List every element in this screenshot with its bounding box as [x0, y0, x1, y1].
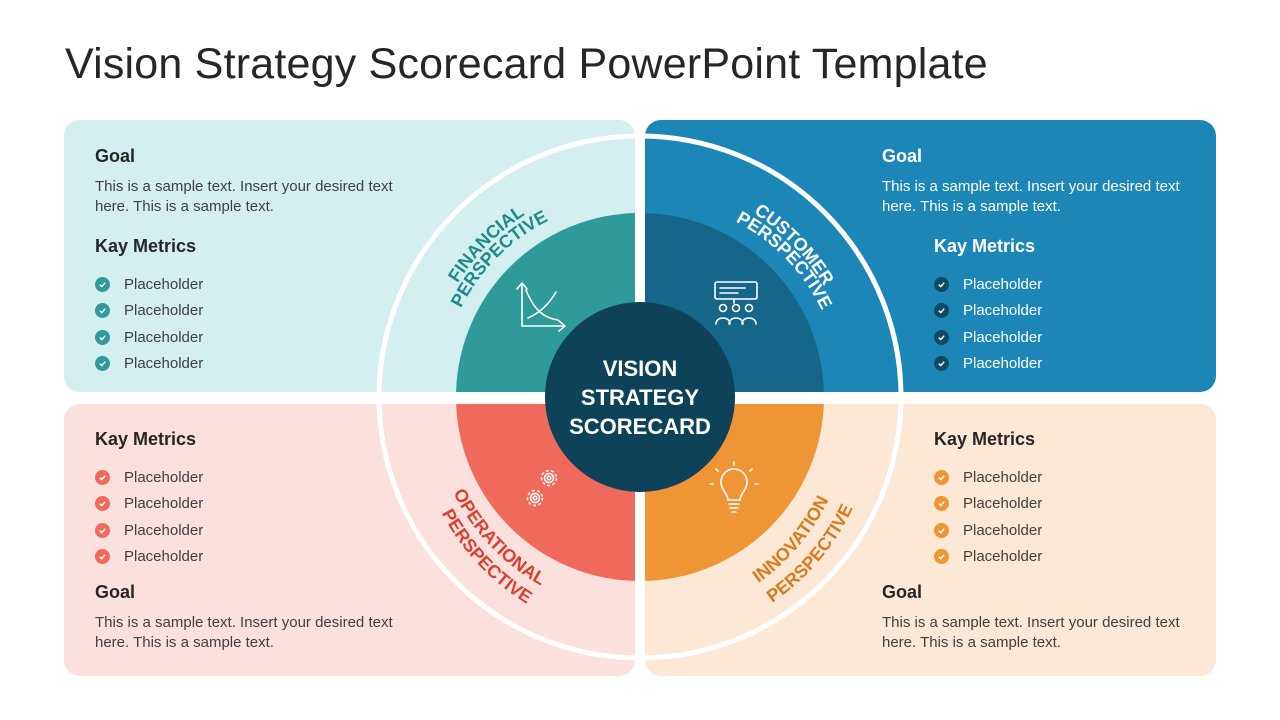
check-icon	[95, 469, 110, 485]
list-item: Placeholder	[95, 271, 203, 298]
lightbulb-icon	[709, 461, 759, 513]
check-icon	[95, 522, 110, 538]
innovation-metrics-list: Placeholder Placeholder Placeholder Plac…	[934, 464, 1042, 570]
financial-metrics-heading: Kay Metrics	[95, 236, 197, 256]
operational-goal-heading: Goal	[95, 582, 136, 602]
customer-goal-block: Goal This is a sample text. Insert your …	[882, 146, 1182, 217]
check-icon	[95, 549, 110, 565]
operational-metrics-block: Kay Metrics Placeholder Placeholder Plac…	[95, 429, 203, 570]
check-icon	[934, 496, 949, 512]
check-icon	[934, 276, 949, 292]
list-item: Placeholder	[95, 324, 203, 351]
metric-label: Placeholder	[124, 548, 204, 566]
list-item: Placeholder	[934, 544, 1042, 571]
line-chart-icon	[516, 281, 567, 332]
check-icon	[934, 469, 949, 485]
customer-metrics-block: Kay Metrics Placeholder Placeholder Plac…	[934, 236, 1042, 377]
check-icon	[95, 496, 110, 512]
list-item: Placeholder	[934, 464, 1042, 491]
check-icon	[934, 356, 949, 372]
center-circle	[545, 302, 735, 492]
customer-goal-text: This is a sample text. Insert your desir…	[882, 178, 1180, 215]
innovation-goal-heading: Goal	[882, 582, 923, 602]
check-icon	[95, 303, 110, 319]
financial-goal-text: This is a sample text. Insert your desir…	[95, 178, 393, 215]
operational-metrics-heading: Kay Metrics	[95, 429, 197, 449]
metric-label: Placeholder	[963, 495, 1043, 513]
innovation-goal-text: This is a sample text. Insert your desir…	[882, 614, 1180, 651]
check-icon	[95, 356, 110, 372]
check-icon	[95, 276, 110, 292]
operational-metrics-list: Placeholder Placeholder Placeholder Plac…	[95, 464, 203, 570]
list-item: Placeholder	[95, 491, 203, 518]
list-item: Placeholder	[934, 298, 1042, 325]
metric-label: Placeholder	[124, 302, 204, 320]
check-icon	[934, 549, 949, 565]
gears-icon	[526, 469, 558, 507]
presentation-audience-icon	[714, 281, 758, 325]
innovation-metrics-block: Kay Metrics Placeholder Placeholder Plac…	[934, 429, 1042, 570]
innovation-goal-block: Goal This is a sample text. Insert your …	[882, 582, 1182, 653]
innovation-metrics-heading: Kay Metrics	[934, 429, 1036, 449]
center-line-1: VISION	[603, 356, 678, 381]
check-icon	[934, 522, 949, 538]
metric-label: Placeholder	[963, 548, 1043, 566]
financial-goal-heading: Goal	[95, 146, 136, 166]
list-item: Placeholder	[95, 544, 203, 571]
list-item: Placeholder	[934, 517, 1042, 544]
metric-label: Placeholder	[963, 302, 1043, 320]
center-line-2: STRATEGY	[581, 385, 699, 410]
list-item: Placeholder	[934, 271, 1042, 298]
list-item: Placeholder	[95, 464, 203, 491]
list-item: Placeholder	[934, 351, 1042, 378]
metric-label: Placeholder	[124, 328, 204, 346]
metric-label: Placeholder	[963, 521, 1043, 539]
metric-label: Placeholder	[963, 468, 1043, 486]
financial-metrics-list: Placeholder Placeholder Placeholder Plac…	[95, 271, 203, 377]
operational-goal-block: Goal This is a sample text. Insert your …	[95, 582, 395, 653]
customer-goal-heading: Goal	[882, 146, 923, 166]
slide-title: Vision Strategy Scorecard PowerPoint Tem…	[65, 40, 988, 88]
list-item: Placeholder	[934, 491, 1042, 518]
metric-label: Placeholder	[124, 355, 204, 373]
metric-label: Placeholder	[124, 275, 204, 293]
check-icon	[934, 329, 949, 345]
center-line-3: SCORECARD	[569, 414, 711, 439]
metric-label: Placeholder	[124, 495, 204, 513]
metric-label: Placeholder	[124, 521, 204, 539]
operational-goal-text: This is a sample text. Insert your desir…	[95, 614, 393, 651]
metric-label: Placeholder	[963, 275, 1043, 293]
list-item: Placeholder	[95, 298, 203, 325]
list-item: Placeholder	[95, 351, 203, 378]
financial-metrics-block: Kay Metrics Placeholder Placeholder Plac…	[95, 236, 203, 377]
metric-label: Placeholder	[963, 355, 1043, 373]
metric-label: Placeholder	[124, 468, 204, 486]
list-item: Placeholder	[934, 324, 1042, 351]
check-icon	[95, 329, 110, 345]
check-icon	[934, 303, 949, 319]
customer-metrics-heading: Kay Metrics	[934, 236, 1036, 256]
customer-metrics-list: Placeholder Placeholder Placeholder Plac…	[934, 271, 1042, 377]
list-item: Placeholder	[95, 517, 203, 544]
metric-label: Placeholder	[963, 328, 1043, 346]
financial-goal-block: Goal This is a sample text. Insert your …	[95, 146, 395, 217]
